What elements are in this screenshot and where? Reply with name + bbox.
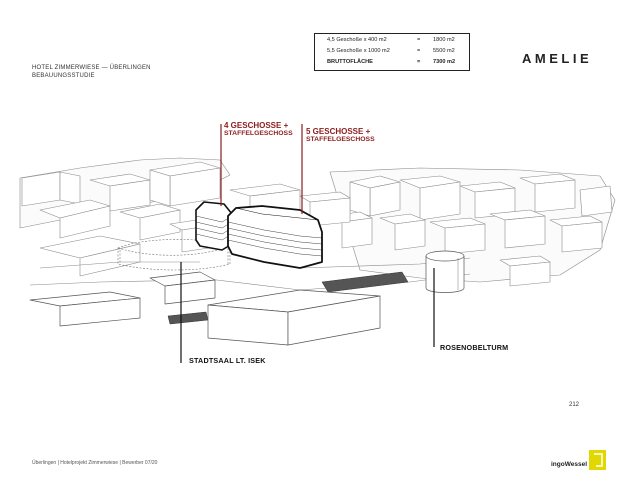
callout-rosenobelturm: ROSENOBELTURM — [440, 343, 509, 352]
project-title: HOTEL ZIMMERWIESE — ÜBERLINGEN — [32, 65, 151, 71]
callout-building-b-line1: 5 GESCHOSSE + — [306, 127, 371, 136]
area-calculation-box: 4,5 Geschoße x 400 m2 = 1800 m2 5,5 Gesc… — [314, 33, 470, 71]
area-equals: = — [417, 37, 421, 43]
brand-logo: AMELIE — [522, 51, 593, 66]
callout-building-b-line2: STAFFELGESCHOSS — [306, 136, 375, 143]
logo-mark-icon — [589, 450, 606, 470]
callout-building-a: 4 GESCHOSSE + STAFFELGESCHOSS — [224, 122, 293, 138]
area-expression: 4,5 Geschoße x 400 m2 — [327, 37, 387, 43]
area-value: 1800 m2 — [433, 37, 455, 43]
company-logo-mark — [589, 450, 606, 470]
area-value: 7300 m2 — [433, 59, 456, 65]
page-number: 212 — [569, 402, 580, 408]
area-total-row: BRUTTOFLÄCHE = 7300 m2 — [315, 59, 469, 68]
callout-building-a-line1: 4 GESCHOSSE + — [224, 121, 289, 130]
area-value: 5500 m2 — [433, 48, 455, 54]
callout-building-a-line2: STAFFELGESCHOSS — [224, 130, 293, 137]
area-equals: = — [417, 48, 421, 54]
callout-building-b: 5 GESCHOSSE + STAFFELGESCHOSS — [306, 128, 375, 144]
area-expression: BRUTTOFLÄCHE — [327, 59, 373, 65]
area-row: 5,5 Geschoße x 1000 m2 = 5500 m2 — [315, 48, 469, 57]
company-logo-text: ingoWessel — [551, 461, 588, 468]
callout-stadtsaal: STADTSAAL LT. ISEK — [189, 356, 266, 365]
area-row: 4,5 Geschoße x 400 m2 = 1800 m2 — [315, 37, 469, 46]
project-subtitle: BEBAUUNGSSTUDIE — [32, 73, 95, 79]
area-expression: 5,5 Geschoße x 1000 m2 — [327, 48, 390, 54]
area-equals: = — [417, 59, 421, 65]
footer-text: Überlingen | Hotelprojekt Zimmerwiese | … — [32, 460, 158, 466]
